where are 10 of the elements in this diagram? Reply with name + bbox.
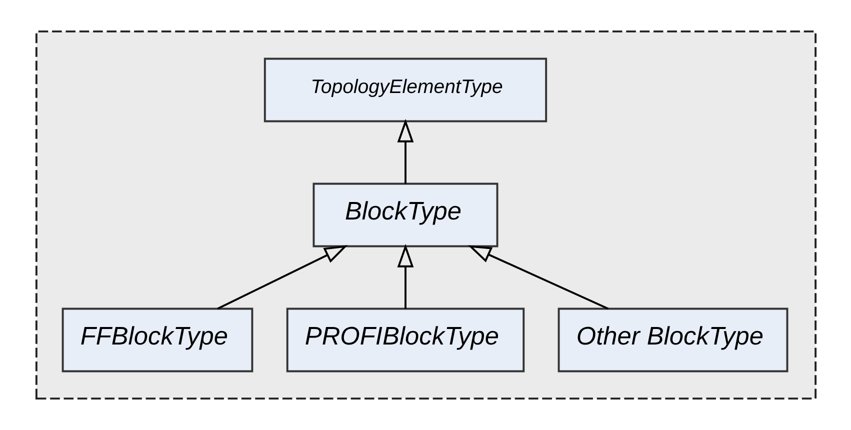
arrow <box>216 245 348 310</box>
node-box: PROFIBlockType <box>286 308 524 372</box>
arrow <box>396 244 414 309</box>
node-box: FFBlockType <box>61 308 253 372</box>
node-box: BlockType <box>312 182 498 248</box>
node-box: Other BlockType <box>557 308 788 372</box>
arrow <box>396 118 414 184</box>
cluster <box>34 30 816 400</box>
node-box: TopologyElementType <box>263 58 547 122</box>
arrow <box>467 245 608 310</box>
